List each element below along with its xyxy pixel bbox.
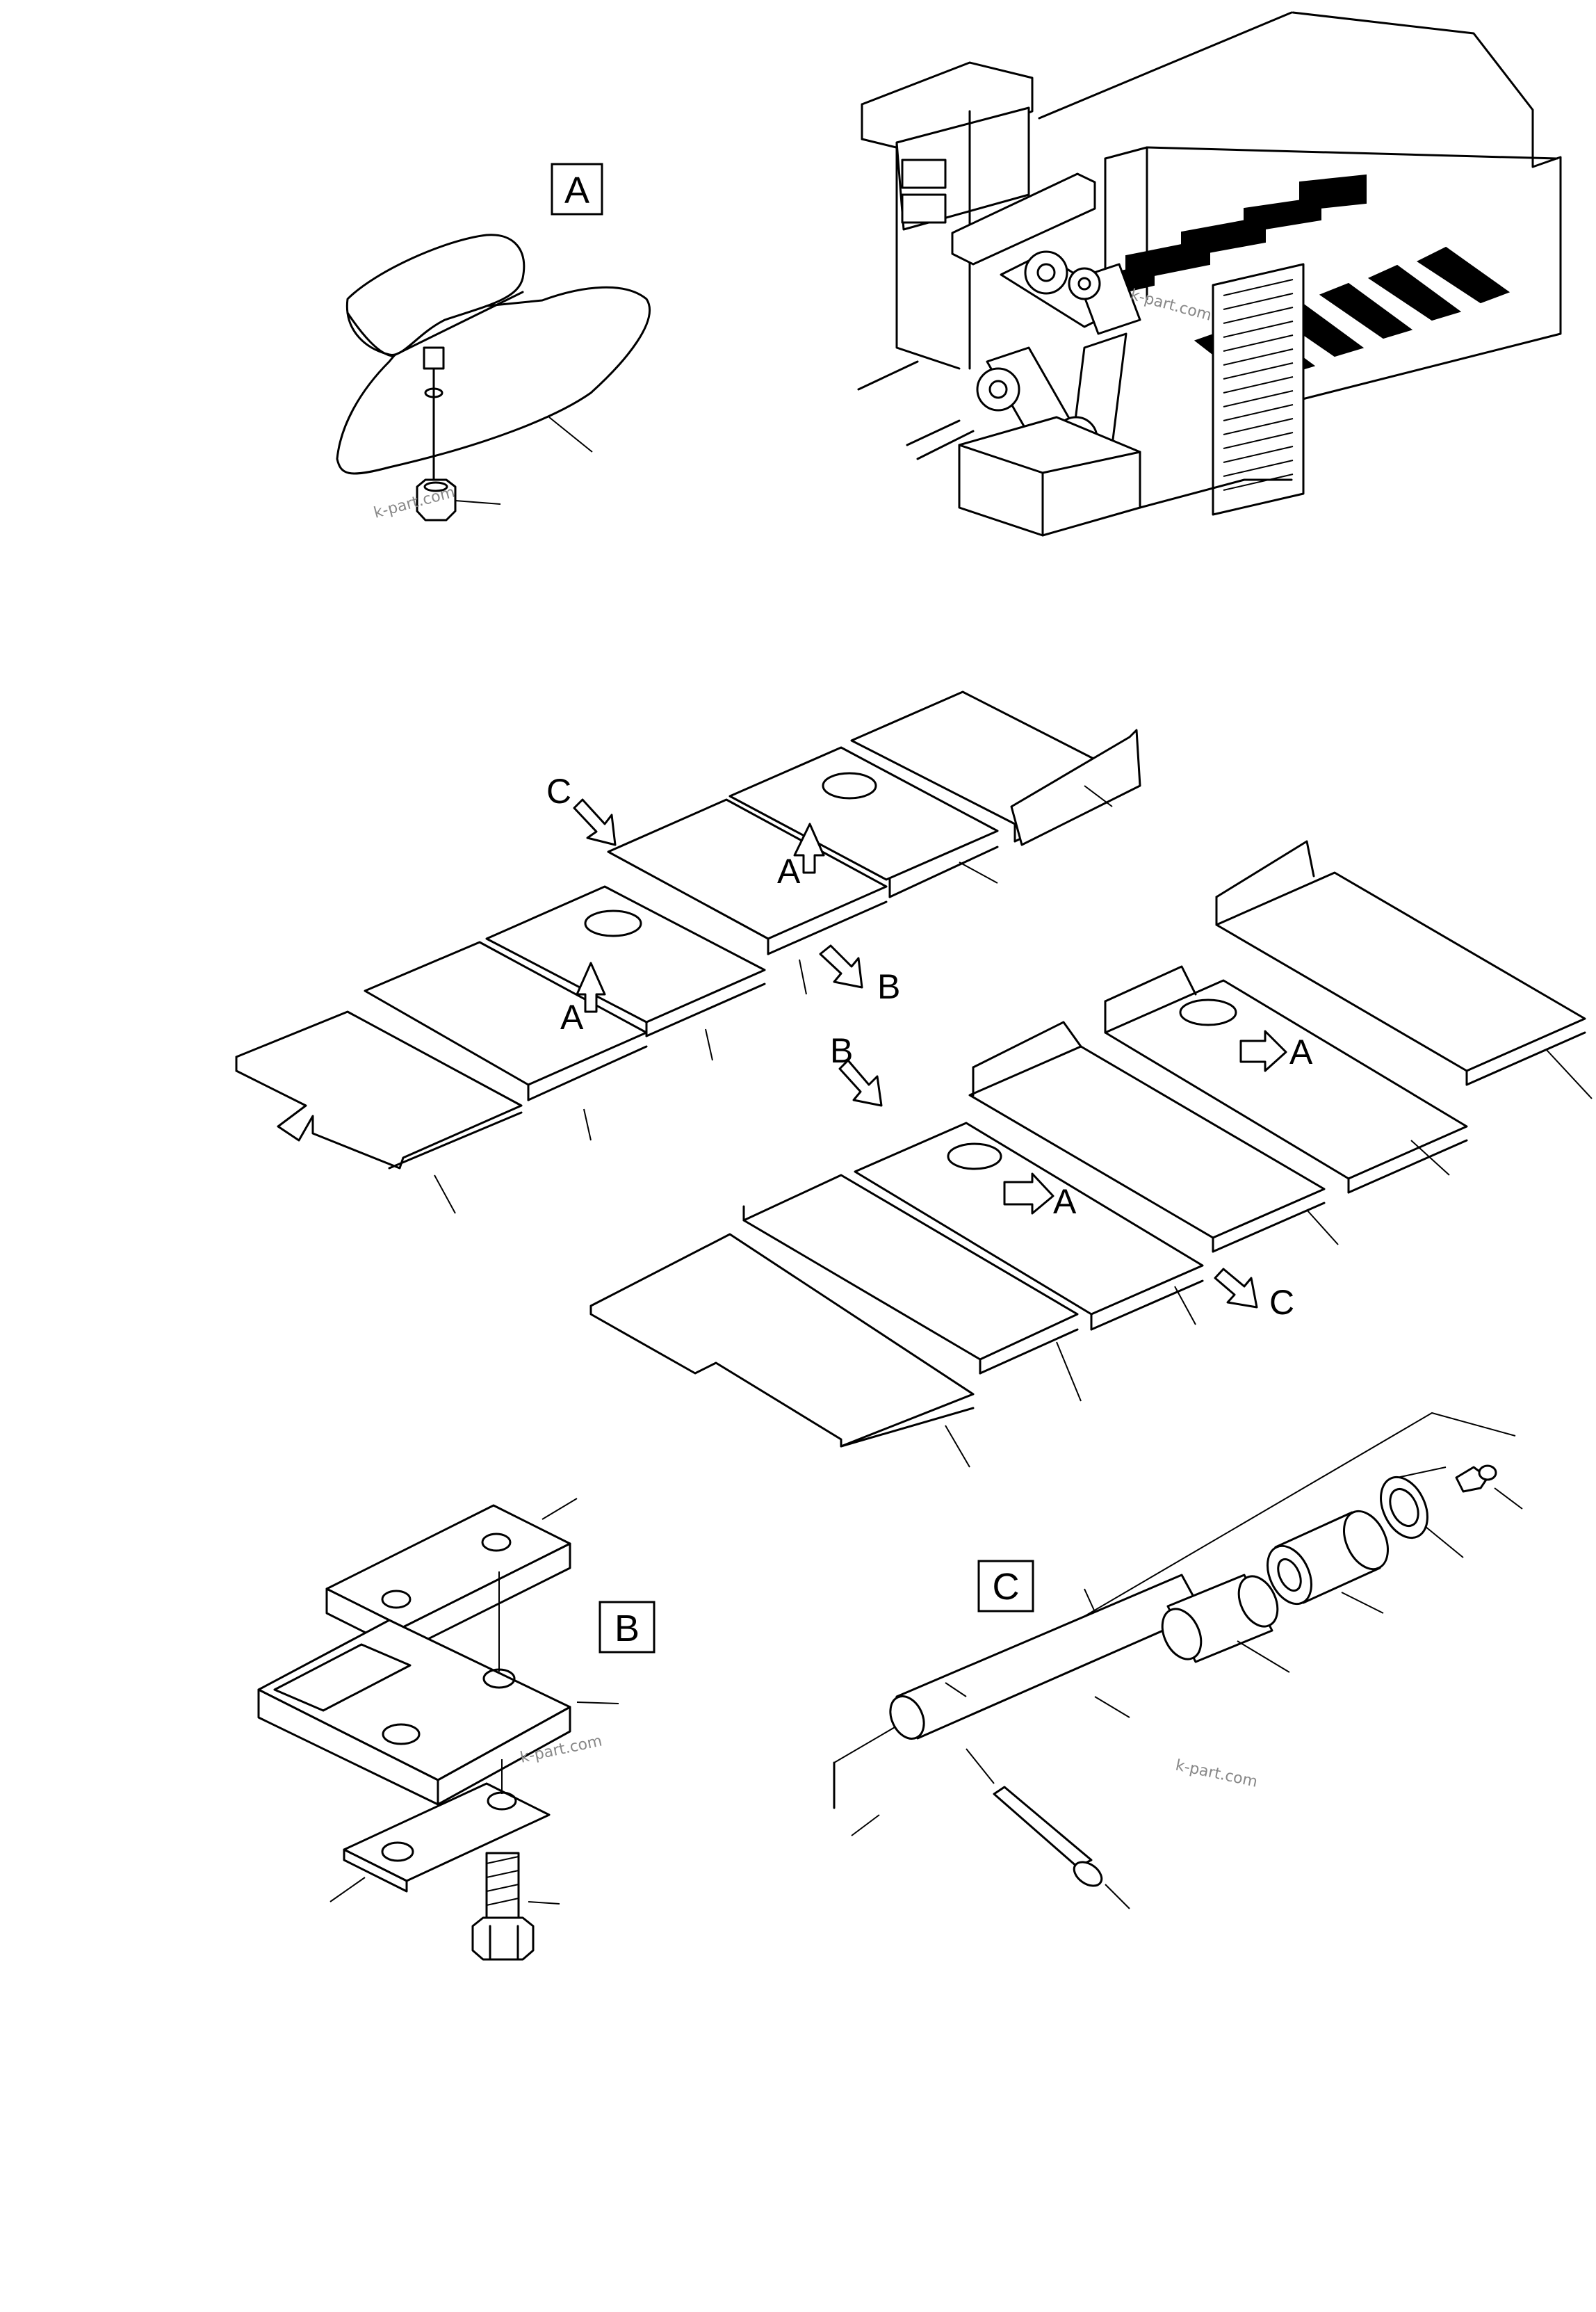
- detail-c: C: [833, 1412, 1523, 1909]
- detail-b: B k-: [257, 1498, 656, 1961]
- arrow-a-lower-1: A: [1003, 1172, 1077, 1221]
- lower-deck-exploded: B A A C: [589, 840, 1593, 1468]
- grease-fitting: [1455, 1464, 1523, 1510]
- arrow-c-lower: C: [1214, 1268, 1294, 1322]
- detail-a-label: A: [564, 170, 589, 211]
- floor-plate-4: [607, 798, 888, 940]
- detail-b-label-box: [598, 1601, 656, 1654]
- hex-bolt: [471, 1852, 535, 1961]
- arrow-a-upper-2: A: [777, 823, 825, 891]
- detail-b-label: B: [614, 1608, 640, 1649]
- svg-text:A: A: [1053, 1182, 1077, 1221]
- access-hole: [584, 910, 642, 937]
- floor-plate-7: [589, 1233, 975, 1448]
- detail-a: A k-part.com: [336, 163, 651, 522]
- machine-overview: k-part.com: [857, 11, 1562, 537]
- lift-arm: [951, 172, 1141, 537]
- seal-ring: [1380, 1476, 1428, 1539]
- svg-text:A: A: [560, 998, 584, 1037]
- cotter-pin: [966, 1748, 1130, 1909]
- watermark-machine: k-part.com: [1128, 286, 1213, 325]
- floor-plate-10: [968, 1045, 1326, 1239]
- upper-deck-exploded: C A A B: [235, 690, 1141, 1214]
- floor-plate-8: [742, 1174, 1079, 1361]
- floor-plate-11: [1104, 979, 1468, 1180]
- radiator-grille: [1212, 263, 1305, 516]
- svg-text:C: C: [546, 772, 571, 811]
- access-hole: [1179, 999, 1237, 1026]
- svg-text:A: A: [1289, 1033, 1313, 1072]
- svg-text:C: C: [1269, 1283, 1294, 1322]
- arrow-b-lower: B: [830, 1031, 883, 1107]
- detail-c-label: C: [993, 1566, 1020, 1608]
- floor-plate-9: [854, 1122, 1204, 1316]
- floor-plate-1: [235, 1010, 523, 1170]
- pivot-pin: [889, 1574, 1279, 1740]
- detail-a-label-box: [551, 163, 603, 216]
- operator-cab: [861, 61, 1034, 370]
- floor-plate-12: [1215, 871, 1586, 1072]
- svg-text:B: B: [877, 967, 900, 1006]
- arrow-c-upper: C: [546, 772, 617, 846]
- arrow-b-upper: B: [819, 944, 900, 1006]
- floor-plate-5: [728, 746, 999, 881]
- bushing: [1267, 1510, 1389, 1606]
- svg-text:A: A: [777, 852, 801, 891]
- arrow-a-upper-1: A: [560, 962, 606, 1037]
- arrow-a-lower-2: A: [1239, 1030, 1313, 1072]
- watermark-c: k-part.com: [1174, 1756, 1259, 1790]
- access-hole: [822, 772, 877, 800]
- mounting-plate: [336, 286, 651, 475]
- svg-text:B: B: [830, 1031, 853, 1070]
- detail-c-label-box: [977, 1560, 1034, 1612]
- access-hole: [947, 1142, 1002, 1170]
- stud: [423, 346, 445, 370]
